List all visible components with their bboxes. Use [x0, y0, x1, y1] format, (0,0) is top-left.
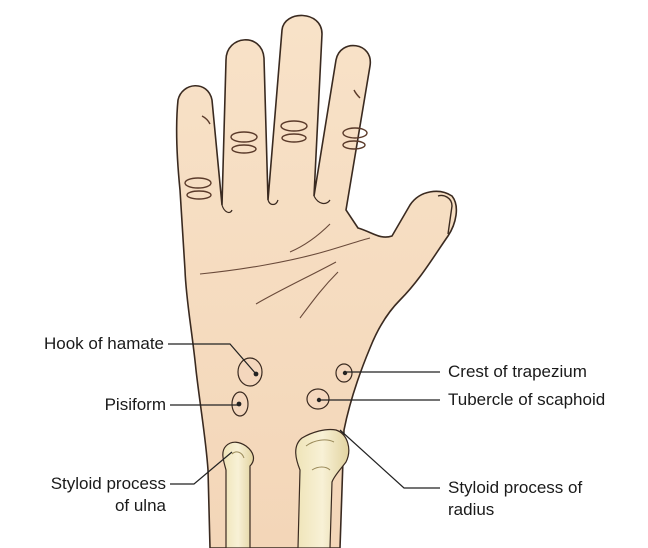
- hook-of-hamate-marker: [238, 358, 262, 386]
- ulna-bone: [223, 442, 254, 548]
- label-pisiform: Pisiform: [10, 395, 166, 415]
- label-styloid-ulna-line2: of ulna: [10, 496, 166, 516]
- leader-styloid-radius: [340, 430, 440, 488]
- label-crest-of-trapezium: Crest of trapezium: [448, 362, 587, 382]
- tubercle-of-scaphoid-marker: [307, 389, 329, 409]
- label-styloid-radius-line1: Styloid process of: [448, 478, 582, 498]
- crest-of-trapezium-marker: [336, 364, 352, 382]
- label-styloid-ulna-line1: Styloid process: [10, 474, 166, 494]
- pisiform-marker: [232, 392, 248, 416]
- label-hook-of-hamate: Hook of hamate: [10, 334, 164, 354]
- label-styloid-radius-line2: radius: [448, 500, 494, 520]
- label-tubercle-of-scaphoid: Tubercle of scaphoid: [448, 390, 605, 410]
